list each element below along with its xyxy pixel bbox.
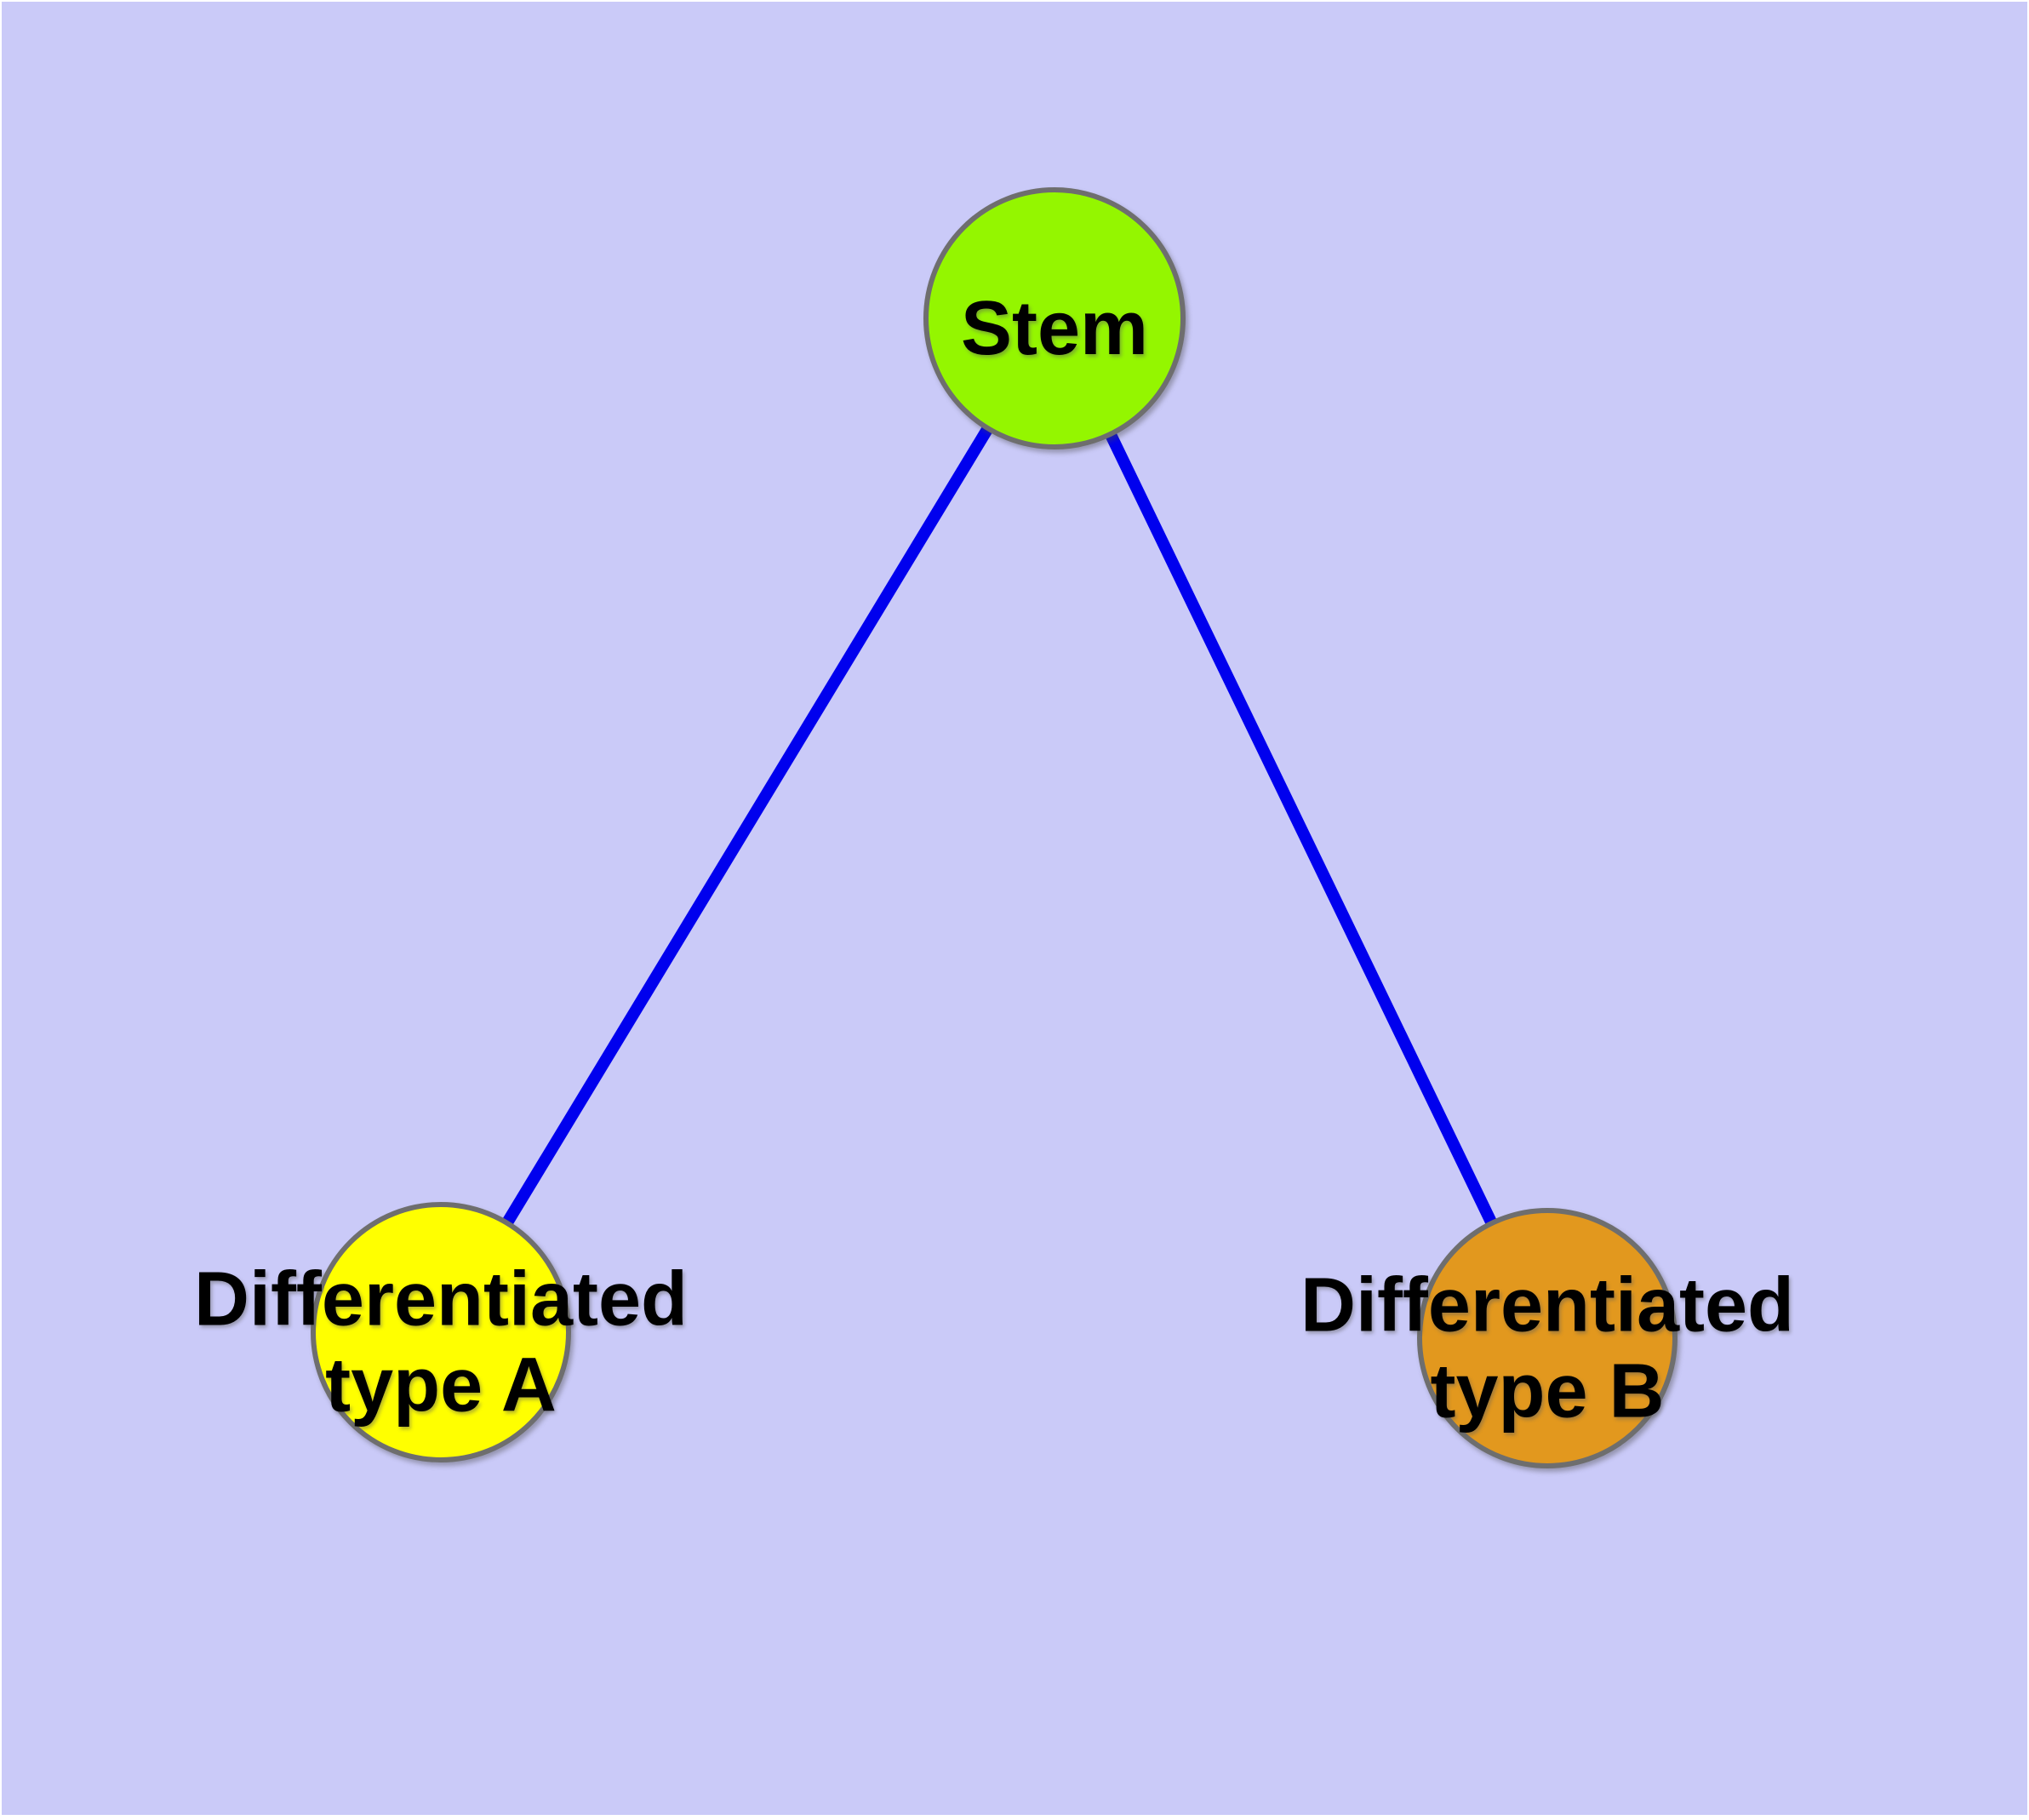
node-stem[interactable] — [923, 187, 1186, 449]
node-type-b[interactable] — [1417, 1208, 1677, 1468]
edge-stem-type-b — [1049, 315, 1553, 1342]
node-type-a[interactable] — [311, 1202, 571, 1462]
node-type-a-label-line-2: type A — [325, 1343, 557, 1428]
node-group-stem: Stem — [923, 187, 1186, 449]
node-type-a-label-line-1: Differentiated — [194, 1257, 688, 1342]
edge-stem-type-a — [436, 315, 1060, 1336]
node-stem-label-line-1: Stem — [961, 286, 1148, 371]
node-type-b-label-line-1: Differentiated — [1300, 1263, 1794, 1348]
node-stem-label: Stem — [961, 286, 1148, 371]
node-type-b-label-line-2: type B — [1430, 1349, 1664, 1434]
